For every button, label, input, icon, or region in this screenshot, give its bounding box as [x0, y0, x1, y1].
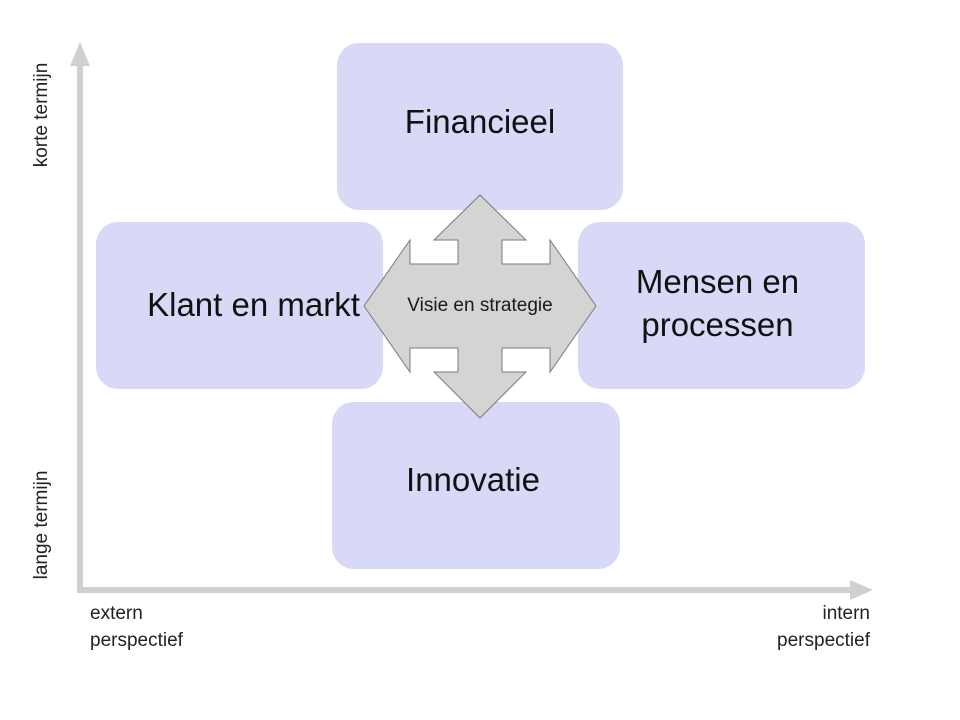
x-axis-arrow — [77, 580, 873, 600]
innovatie-label: Innovatie — [406, 461, 540, 499]
financieel-label: Financieel — [404, 103, 556, 141]
klant-en-markt-label: Klant en markt — [147, 286, 360, 324]
center-label: Visie en strategie — [407, 295, 553, 316]
x-axis-left-label: extern perspectief — [90, 603, 183, 651]
y-axis-bottom-label: lange termijn — [31, 470, 52, 580]
mensen-en-processen-label: Mensen en processen — [635, 262, 800, 343]
innovatie-box: Innovatie — [332, 402, 620, 569]
y-axis-top-label: korte termijn — [31, 62, 52, 168]
y-axis-arrow — [70, 42, 90, 593]
financieel-box: Financieel — [337, 43, 623, 210]
klant-en-markt-box: Klant en markt — [96, 222, 383, 389]
mensen-en-processen-box: Mensen en processen — [578, 222, 865, 389]
x-axis-right-label: intern perspectief — [777, 603, 870, 651]
